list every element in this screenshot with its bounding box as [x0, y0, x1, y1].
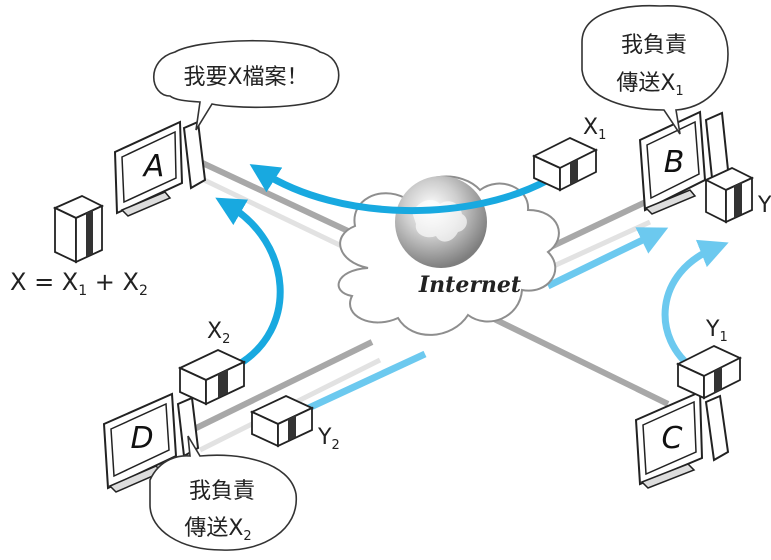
internet-cloud: Internet: [337, 175, 560, 336]
packet-label-y: Y: [757, 193, 771, 218]
bubble-text-d-line1: 我負責: [189, 479, 255, 504]
screen-a: [121, 130, 177, 204]
stand-b: [644, 189, 697, 215]
bubble-text-b-line2: 傳送X1: [616, 71, 683, 99]
screen-d: [110, 402, 170, 478]
computer-label-a: A: [142, 149, 165, 184]
computer-label-d: D: [130, 421, 153, 456]
file-box-icon-y1: [675, 345, 743, 400]
flow-y-to-b: [546, 227, 669, 290]
stand-a: [120, 191, 172, 217]
tower-a: [182, 120, 207, 190]
screen-c: [642, 400, 697, 476]
arrow-x1-to-a: [249, 164, 550, 214]
arrow-y1-to-b: [661, 239, 729, 373]
computer-label-b: B: [664, 145, 685, 180]
cable-b: [538, 197, 652, 255]
packet-label-x2: X2: [207, 319, 230, 347]
file-box-icon-x2: [177, 349, 247, 406]
packet-label-x1: X1: [583, 115, 606, 143]
tower-c: [704, 394, 730, 462]
bubble-text-a: 我要X檔案！: [183, 65, 308, 90]
computer-b: B: [638, 110, 730, 215]
speech-bubble-d: 我負責 傳送X2: [149, 435, 297, 551]
computer-d: D: [102, 392, 200, 493]
stand-c: [640, 463, 696, 489]
computer-label-c: C: [662, 421, 683, 456]
cable-b-shadow: [543, 219, 652, 273]
arrow-x2-to-a: [215, 197, 284, 370]
cable-d: [186, 339, 374, 435]
flow-y2: [298, 350, 427, 416]
file-box-icon-y2: [249, 395, 315, 448]
packet-label-y1: Y1: [705, 317, 728, 345]
file-box-icon-x: [52, 195, 105, 264]
tower-d: [176, 396, 200, 458]
speech-bubble-b: 我負責 傳送X1: [581, 4, 729, 135]
tower-b: [704, 111, 730, 180]
speech-bubble-a: 我要X檔案！: [152, 39, 340, 131]
cable-c: [482, 311, 670, 407]
bubble-text-b-line1: 我負責: [621, 33, 687, 58]
packet-label-y2: Y2: [317, 425, 340, 453]
computer-c: C: [634, 390, 730, 489]
file-box-icon-x1: [531, 137, 599, 192]
internet-label: Internet: [418, 272, 521, 298]
bubble-text-d-line2: 傳送X2: [184, 516, 251, 544]
computer-a: A: [113, 120, 207, 217]
equation: X = X1 + X2: [10, 268, 148, 299]
file-box-icon-y: [703, 167, 755, 224]
